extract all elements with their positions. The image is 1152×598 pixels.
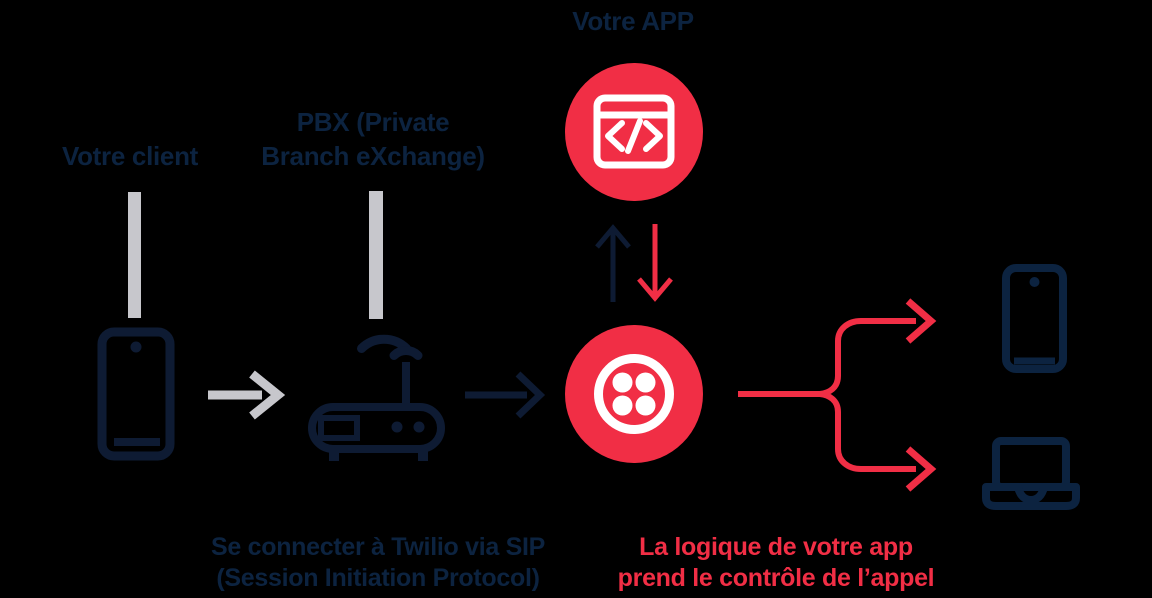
code-window-icon bbox=[565, 63, 703, 201]
pbx-label-line2: Branch eXchange) bbox=[261, 141, 485, 171]
gray-right-arrow-icon bbox=[208, 370, 286, 420]
app-label: Votre APP bbox=[572, 6, 694, 36]
pbx-connection-line bbox=[369, 191, 383, 319]
laptop-icon bbox=[982, 437, 1080, 510]
smartphone-right-icon bbox=[1002, 264, 1067, 373]
sip-caption: Se connecter à Twilio via SIP (Session I… bbox=[211, 532, 545, 594]
navy-up-arrow-icon bbox=[595, 224, 631, 302]
sip-caption-line1: Se connecter à Twilio via SIP bbox=[210, 533, 546, 561]
client-label: Votre client bbox=[61, 141, 199, 171]
logic-caption-line1: La logique de votre app bbox=[639, 533, 913, 561]
router-icon bbox=[308, 334, 445, 461]
navy-right-arrow-icon bbox=[465, 371, 546, 419]
sip-caption-line2: (Session Initiation Protocol) bbox=[216, 564, 540, 592]
smartphone-icon bbox=[97, 327, 175, 461]
pbx-label-line1: PBX (Private bbox=[296, 107, 450, 137]
logic-caption-line2: prend le contrôle de l’appel bbox=[617, 564, 935, 592]
red-split-arrows-connector bbox=[738, 298, 937, 492]
twilio-logo-icon bbox=[565, 325, 703, 463]
client-connection-line bbox=[128, 192, 141, 318]
logic-caption: La logique de votre app prend le contrôl… bbox=[618, 532, 935, 594]
red-down-arrow-icon bbox=[637, 224, 673, 302]
pbx-label: PBX (Private Branch eXchange) bbox=[261, 105, 485, 173]
